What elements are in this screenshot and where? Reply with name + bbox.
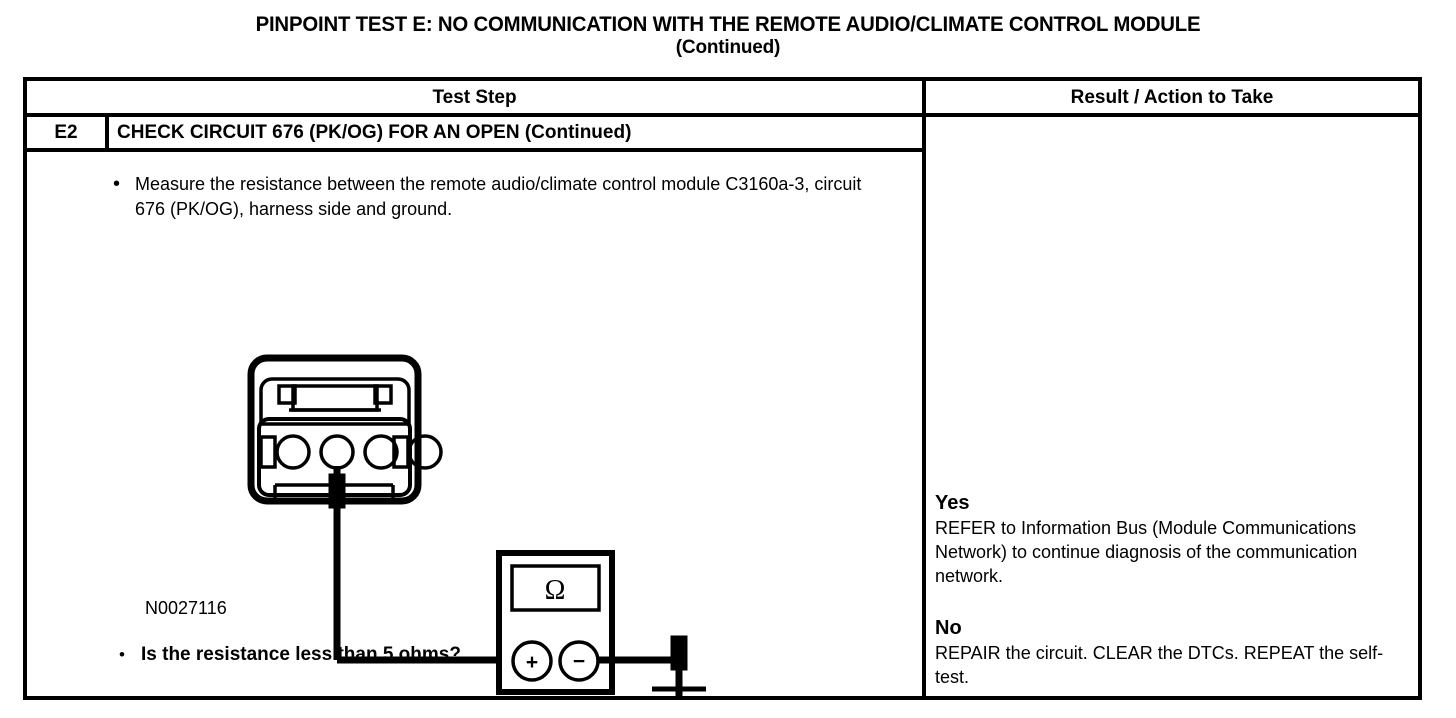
connector-outer-shell: [247, 354, 422, 505]
result-yes-block: Yes REFER to Information Bus (Module Com…: [935, 491, 1413, 588]
connector-latch-center: [291, 384, 379, 412]
connector-pins: [275, 434, 443, 470]
pinpoint-test-table: Test Step Result / Action to Take E2 CHE…: [23, 77, 1422, 700]
column-divider: [922, 81, 926, 696]
result-no-text: REPAIR the circuit. CLEAR the DTCs. REPE…: [935, 643, 1384, 687]
connector-pin-4: [407, 434, 443, 470]
step-title: CHECK CIRCUIT 676 (PK/OG) FOR AN OPEN (C…: [117, 122, 632, 143]
bullet-marker: •: [119, 645, 125, 664]
page-title-line2: (Continued): [675, 37, 781, 58]
step-row-rule: [27, 148, 922, 152]
bullet-marker: •: [113, 173, 121, 195]
result-action-cell: Yes REFER to Information Bus (Module Com…: [926, 81, 1418, 696]
multimeter-body: [496, 550, 615, 695]
connector-tab-right: [392, 435, 410, 469]
result-yes-label: Yes: [935, 492, 970, 514]
connector-pin-1: [275, 434, 311, 470]
table-header-row: Test Step Result / Action to Take: [27, 81, 1418, 117]
result-no-label: No: [935, 617, 962, 639]
page-title: PINPOINT TEST E: NO COMMUNICATION WITH T…: [0, 12, 1456, 59]
column-header-result-action: Result / Action to Take: [1070, 87, 1274, 108]
connector-c3160a: [247, 354, 422, 505]
page-title-line1: PINPOINT TEST E: NO COMMUNICATION WITH T…: [255, 13, 1201, 36]
result-no-block: No REPAIR the circuit. CLEAR the DTCs. R…: [935, 616, 1413, 689]
connector-tab-left: [259, 435, 277, 469]
diagram-part-number: N0027116: [145, 598, 227, 618]
step-id: E2: [54, 122, 78, 143]
positive-probe-clip: [328, 473, 346, 509]
connector-latch-left: [277, 384, 297, 405]
test-step-cell: • Measure the resistance between the rem…: [27, 152, 922, 696]
multimeter: Ω + −: [496, 550, 615, 695]
result-yes-text: REFER to Information Bus (Module Communi…: [935, 518, 1358, 586]
column-header-test-step: Test Step: [432, 87, 517, 108]
connector-pin-3: [363, 434, 399, 470]
multimeter-display: [510, 564, 601, 612]
header-rule: [27, 113, 1418, 117]
bullet-text-question: Is the resistance less than 5 ohms?: [141, 644, 461, 665]
connector-bottom-strip: [273, 485, 395, 503]
connector-latch-right: [373, 384, 393, 405]
bullet-text-measure: Measure the resistance between the remot…: [135, 174, 862, 219]
ground-symbol: [652, 686, 706, 692]
connector-upper-inner: [259, 377, 411, 426]
connector-terminal-housing: [257, 417, 412, 497]
list-item: • Measure the resistance between the rem…: [113, 172, 893, 222]
ohm-symbol: Ω: [545, 575, 566, 606]
step-title-row: E2 CHECK CIRCUIT 676 (PK/OG) FOR AN OPEN…: [27, 117, 922, 152]
list-item: • Is the resistance less than 5 ohms?: [119, 642, 899, 667]
connector-pin-2: [319, 434, 355, 470]
step-id-divider: [105, 117, 109, 148]
